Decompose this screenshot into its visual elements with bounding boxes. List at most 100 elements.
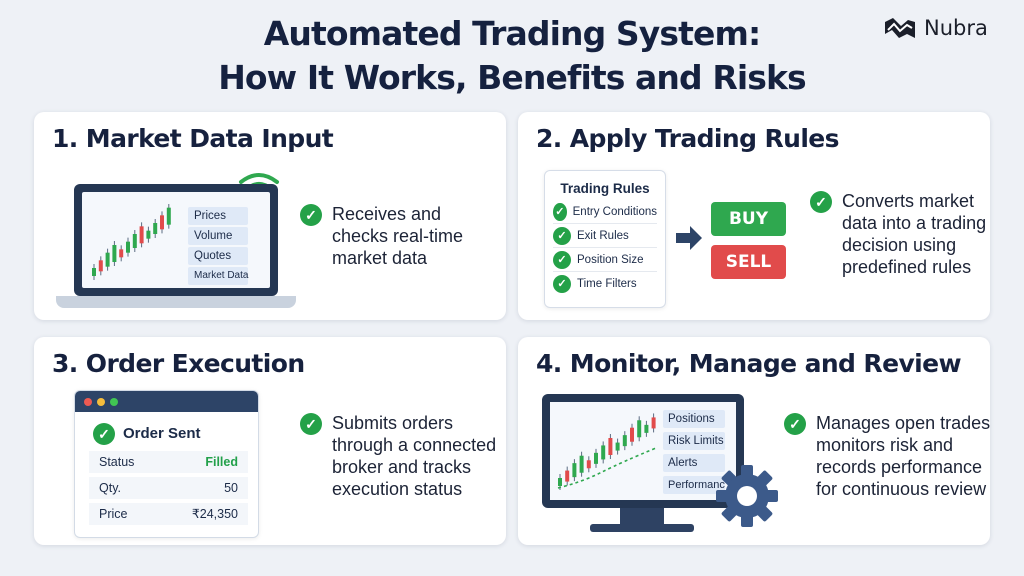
rule-item: ✓Time Filters [553,272,657,296]
check-icon: ✓ [553,226,571,245]
candle [112,245,117,262]
candle [630,427,634,442]
candle [615,442,620,451]
monitor-stand [620,508,664,524]
check-icon: ✓ [553,250,571,269]
candle [608,438,613,455]
rule-item: ✓Exit Rules [553,224,657,248]
brand-name: Nubra [924,16,988,40]
rule-item: ✓Entry Conditions [553,200,657,224]
minimize-dot [97,398,105,406]
check-icon: ✓ [553,275,571,293]
candle [594,452,598,464]
card-description: ✓ Submits orders through a connected bro… [300,412,496,500]
desc-line: decision using [842,235,957,255]
candle [153,223,158,234]
title-line-1: Automated Trading System: [263,14,761,53]
desc-line: for continuous review [816,479,987,499]
candle [105,252,110,267]
label-market-data: Market Data [188,267,248,285]
order-row: Qty.50 [89,477,248,499]
candlestick-chart [557,413,657,490]
candle [651,417,656,429]
card-market-data-input: 1. Market Data Input Prices Volume Quote… [34,112,506,320]
label-volume: Volume [188,227,248,245]
check-icon: ✓ [300,204,322,226]
card-description: ✓ Receives and checks real-time market d… [300,203,463,269]
trading-rules-panel: Trading Rules ✓Entry Conditions ✓Exit Ru… [544,170,666,308]
candle [565,470,570,482]
brand: Nubra [884,16,988,40]
candle [166,207,171,225]
sell-button: SELL [711,245,786,279]
candle [126,241,130,253]
candle [644,424,649,433]
desc-line: predefined rules [842,257,972,277]
arrow-right-icon [676,226,702,250]
rules-title: Trading Rules [560,181,650,196]
candle [579,455,584,473]
desc-line: monitors risk and [816,435,954,455]
check-icon: ✓ [553,202,567,221]
candle [98,260,103,272]
card-description: ✓ Manages open trades, monitors risk and… [784,412,990,500]
candle [139,226,144,244]
order-row: Price₹24,350 [89,503,248,525]
candle [92,268,96,276]
desc-line: Receives and [332,204,442,224]
check-icon: ✓ [300,413,322,435]
label-positions: Positions [663,410,725,428]
desc-line: data into a trading [842,213,987,233]
check-icon: ✓ [784,413,806,435]
window-titlebar [75,391,258,412]
order-sent-header: ✓ Order Sent [75,412,258,451]
card-monitor-manage-review: 4. Monitor, Manage and Review Positions … [518,337,990,545]
laptop: Prices Volume Quotes Market Data [74,184,278,296]
desc-line: records performance [816,457,983,477]
monitor: Positions Risk Limits Alerts Performance [542,394,744,508]
check-icon: ✓ [810,191,832,213]
label-risk-limits: Risk Limits [663,432,725,450]
page-title: Automated Trading System: How It Works, … [0,12,1024,100]
candle [637,420,642,438]
card-apply-trading-rules: 2. Apply Trading Rules Trading Rules ✓En… [518,112,990,320]
label-quotes: Quotes [188,247,248,265]
candle [146,230,151,239]
desc-line: broker and tracks [332,457,472,477]
title-line-2: How It Works, Benefits and Risks [218,58,807,97]
close-dot [84,398,92,406]
card-title: 2. Apply Trading Rules [536,124,840,153]
maximize-dot [110,398,118,406]
card-title: 1. Market Data Input [52,124,334,153]
candle [160,215,164,230]
card-title: 4. Monitor, Manage and Review [536,349,962,378]
rule-item: ✓Position Size [553,248,657,272]
buy-button: BUY [711,202,786,236]
card-description: ✓ Converts market data into a trading de… [810,190,986,278]
card-title: 3. Order Execution [52,349,305,378]
candle [558,478,562,486]
nubra-logo-icon [885,18,915,38]
check-icon: ✓ [93,423,115,445]
label-prices: Prices [188,207,248,225]
desc-line: Submits orders [332,413,454,433]
candlestick-chart [92,204,171,280]
candle [622,435,627,447]
candle [586,460,591,469]
candle [601,445,606,460]
desc-line: through a connected [332,435,497,455]
desc-line: Manages open trades, [816,413,990,433]
candle [119,249,124,258]
gear-icon [716,465,778,527]
desc-line: market data [332,248,428,268]
laptop-base [56,296,296,308]
label-performance: Performance [663,476,725,494]
candle [572,463,577,478]
candle [132,234,137,248]
monitor-base [590,524,694,532]
desc-line: checks real-time [332,226,464,246]
desc-line: Converts market [842,191,975,211]
